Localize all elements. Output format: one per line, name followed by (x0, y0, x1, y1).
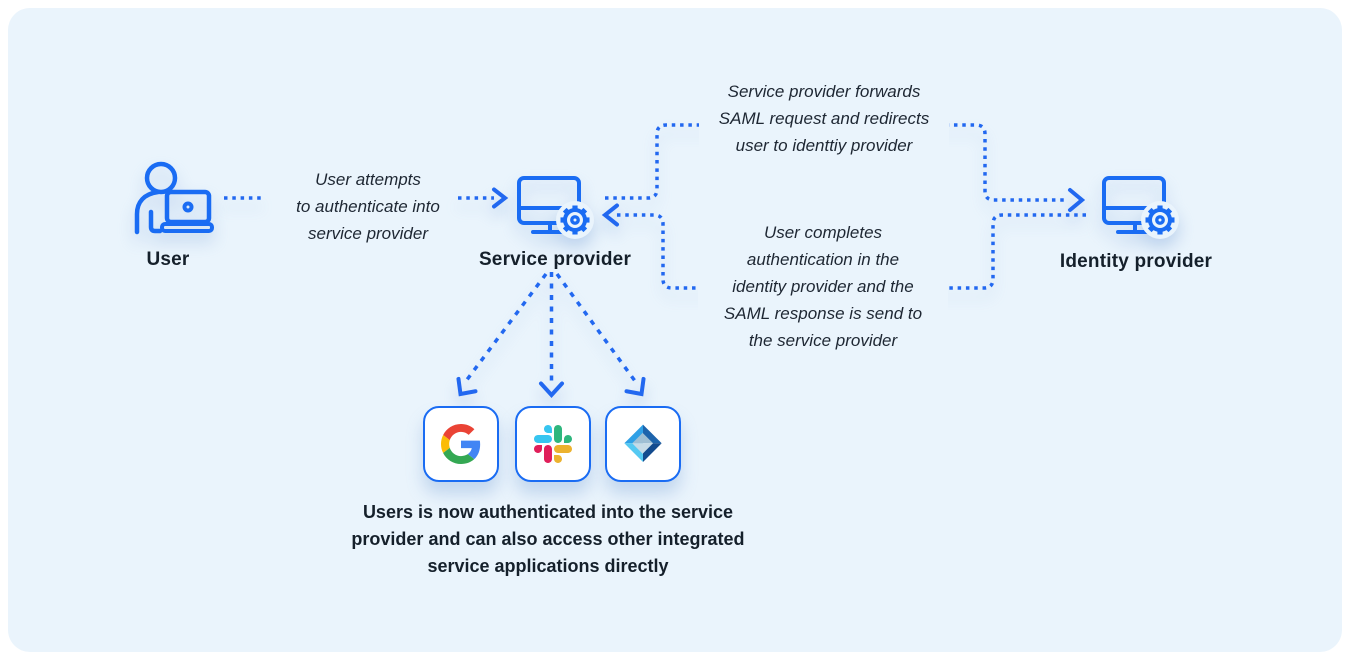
person-laptop-icon (134, 161, 214, 235)
arrowhead-into-sp-icon (492, 187, 509, 209)
service-provider-label: Service provider (478, 249, 632, 270)
identity-provider-label: Identity provider (1059, 251, 1213, 272)
annotation-line: User completes (763, 223, 883, 242)
diagram-card: User (8, 8, 1342, 652)
arrowhead-into-idp (1068, 188, 1086, 212)
annotation-line: identity provider and the (732, 277, 914, 296)
annotation-line: to authenticate into (296, 197, 440, 216)
google-logo (441, 424, 481, 464)
app-tile-slack (515, 406, 591, 482)
user-label: User (146, 249, 190, 270)
sp-monitor-gear-icon (517, 176, 594, 239)
annotation-sp-forwards: Service provider forwards SAML request a… (699, 76, 949, 161)
apps-caption: Users is now authenticated into the serv… (338, 499, 758, 580)
annotation-line: SAML response is send to (723, 304, 923, 323)
annotation-line: SAML request and redirects (718, 109, 930, 128)
gear-icon (1145, 205, 1175, 235)
annotation-line: Service provider forwards (727, 82, 921, 101)
arrowhead-app-left (456, 376, 478, 397)
annotation-line: the service provider (748, 331, 898, 350)
app-tile-microsoft-entra (605, 406, 681, 482)
fan-line-left (464, 272, 548, 383)
annotation-user-to-sp: User attempts to authenticate into servi… (290, 164, 446, 249)
annotation-line: service provider (308, 224, 428, 243)
annotation-line: User attempts (315, 170, 421, 189)
annotation-idp-returns: User completes authentication in the ide… (698, 217, 948, 356)
caption-line: provider and can also access other integ… (351, 529, 745, 549)
idp-monitor-gear-icon (1102, 176, 1179, 239)
arrowhead-into-sp-return (601, 203, 619, 227)
annotation-line: authentication in the (746, 250, 900, 269)
caption-line: service applications directly (427, 556, 669, 576)
annotation-line: user to identtiy provider (735, 136, 913, 155)
arrowhead-app-middle (539, 381, 564, 398)
slack-logo (534, 425, 572, 463)
arrowhead-app-right (624, 376, 646, 397)
microsoft-entra-logo (624, 424, 662, 462)
fan-line-right (555, 272, 637, 383)
app-tile-google (423, 406, 499, 482)
gear-icon (560, 205, 590, 235)
caption-line: Users is now authenticated into the serv… (362, 502, 734, 522)
